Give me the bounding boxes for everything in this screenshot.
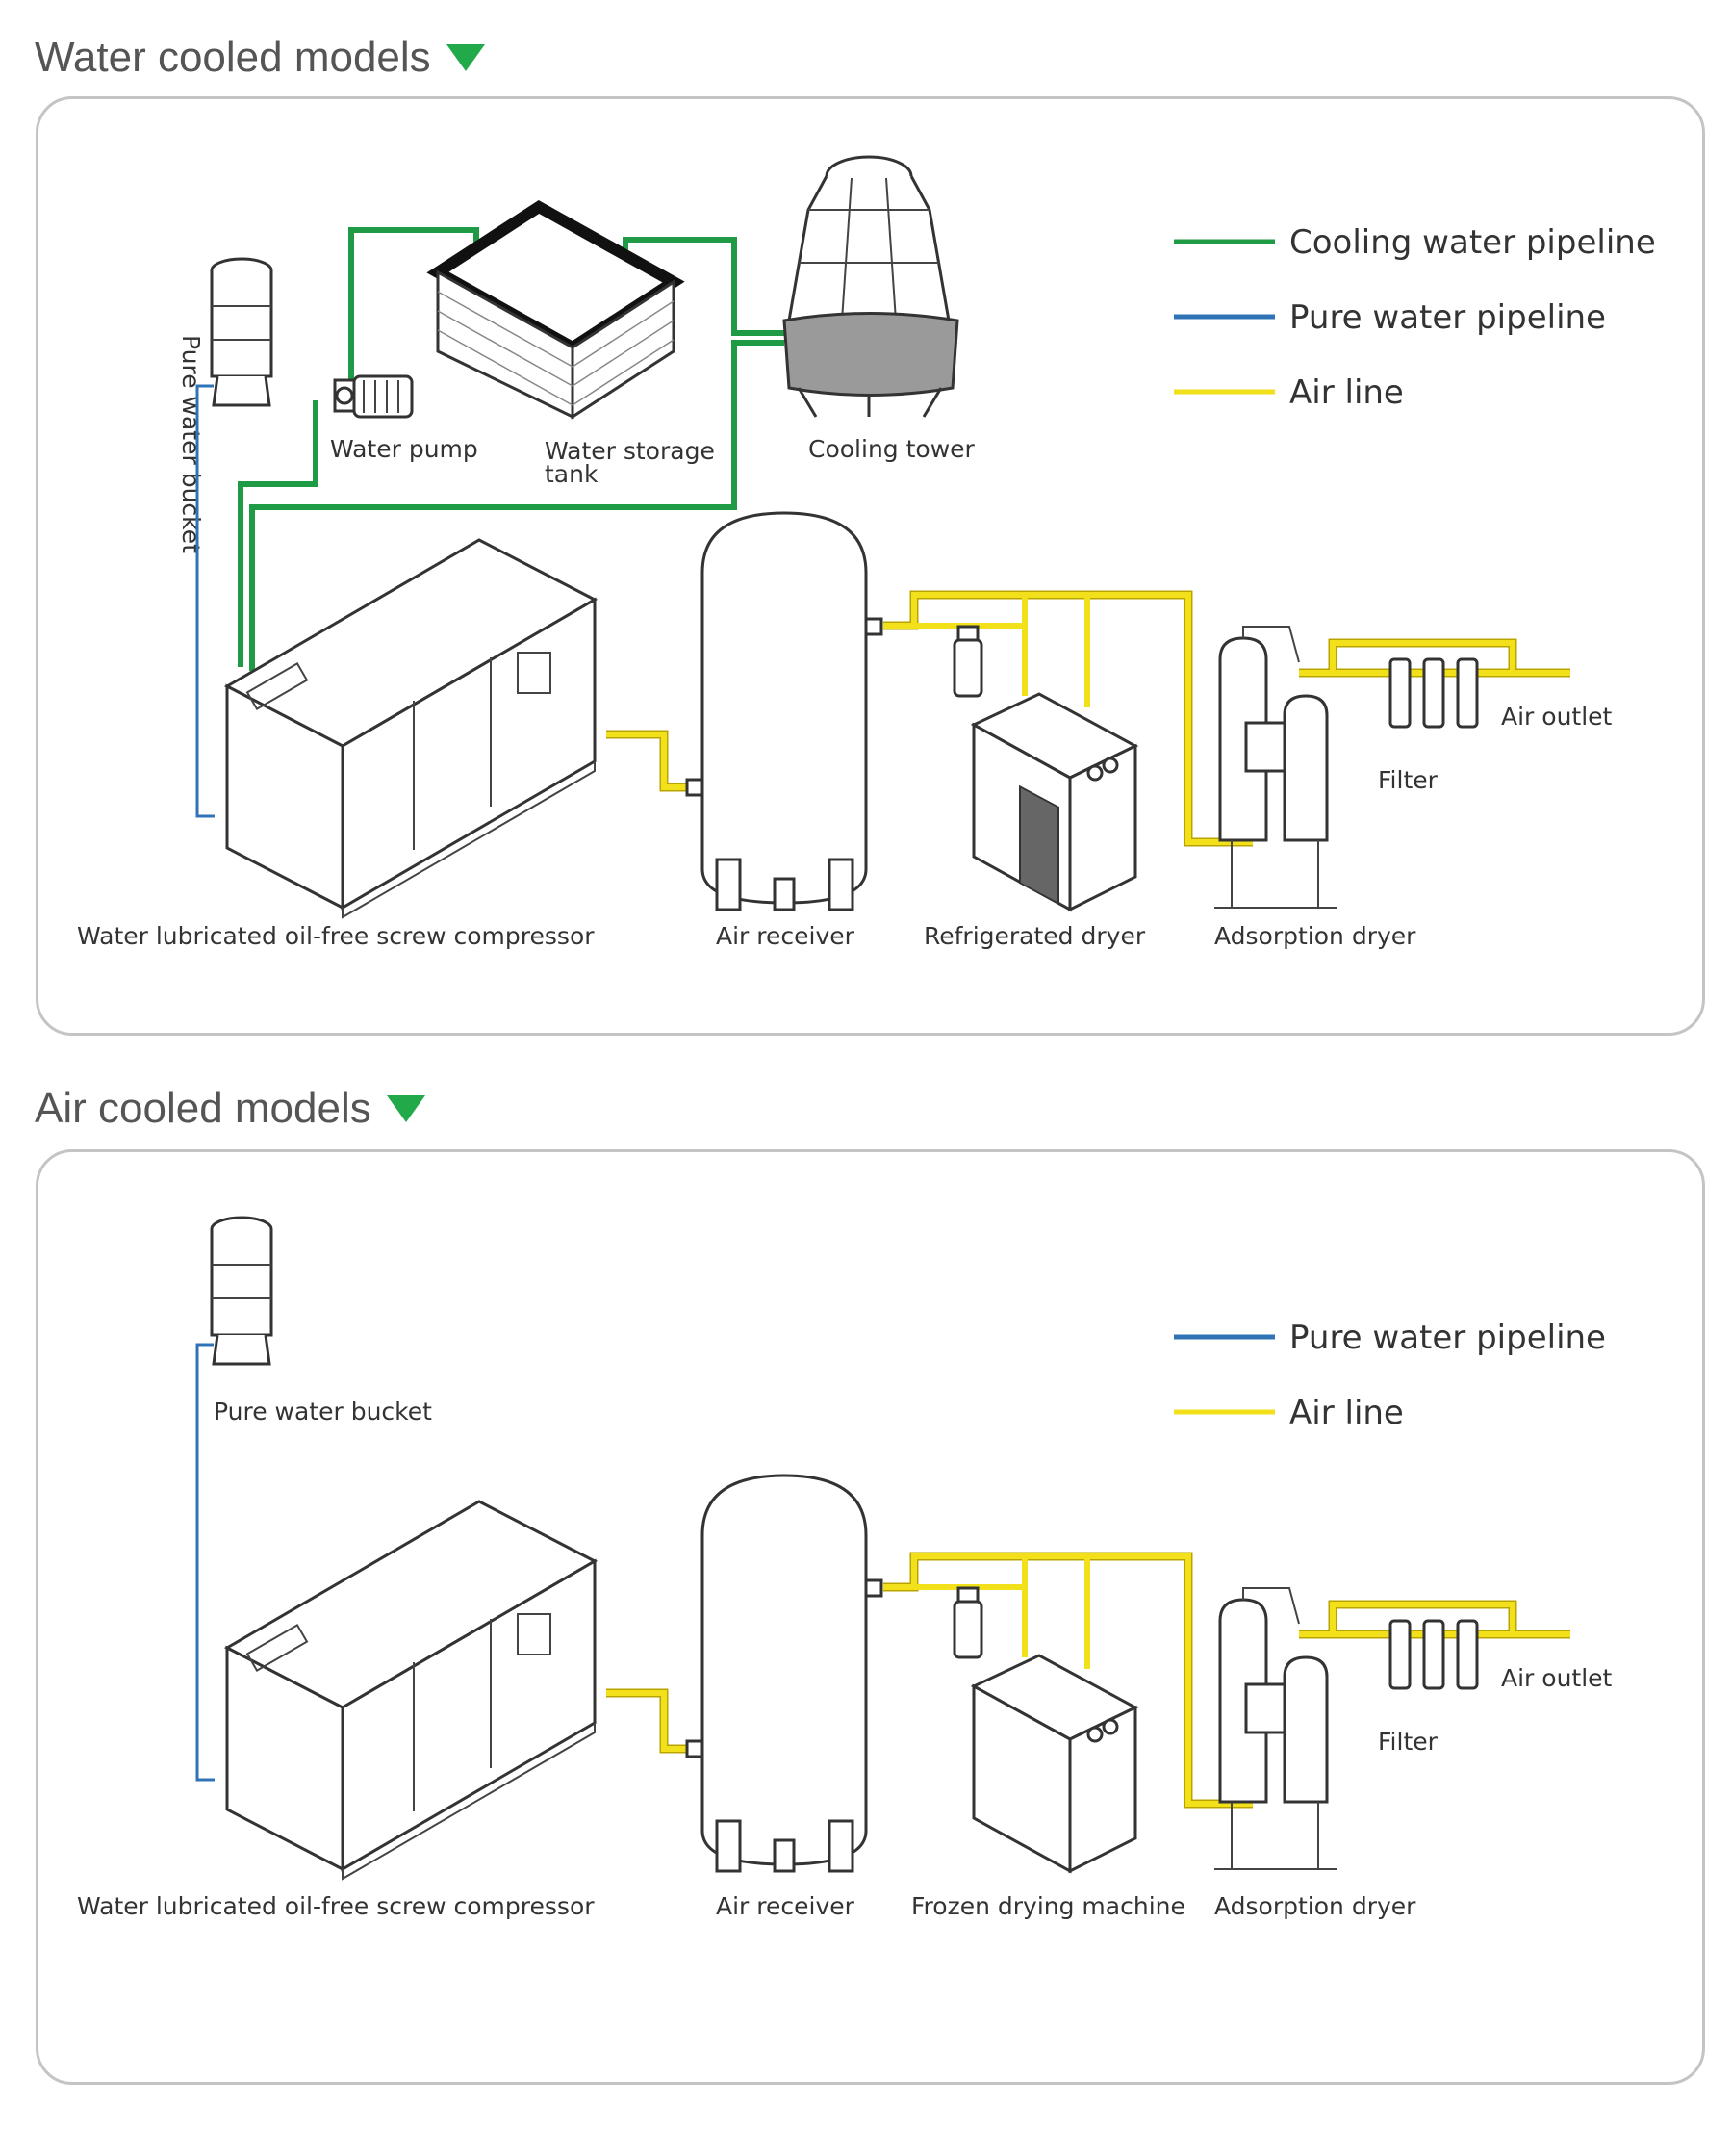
air-receiver-label: Air receiver — [716, 922, 855, 950]
air-receiver — [685, 1474, 883, 1873]
cooling-tower — [782, 155, 959, 418]
air-line-receiver-to-adsorption — [883, 1553, 1253, 1807]
frozen-drying-machine-label: Frozen drying machine — [911, 1892, 1185, 1920]
air-cooled-diagram: Pure water pipeline Air line Pure water … — [77, 1216, 1613, 1920]
water-pump-label: Water pump — [330, 435, 478, 463]
water-cooled-panel: Cooling water pipeline Pure water pipeli… — [36, 96, 1705, 1036]
filter-label: Filter — [1378, 1728, 1439, 1756]
air-outlet-label: Air outlet — [1501, 703, 1613, 731]
compressor-label: Water lubricated oil-free screw compress… — [77, 922, 595, 950]
air-line-compressor-to-receiver-outline — [606, 730, 693, 792]
adsorption-dryer-label: Adsorption dryer — [1214, 922, 1416, 950]
water-cooled-title-text: Water cooled models — [35, 34, 431, 81]
triangle-down-icon — [446, 44, 485, 71]
legend-air-label: Air line — [1289, 1394, 1404, 1432]
air-receiver-label: Air receiver — [716, 1892, 855, 1920]
air-line-compressor-to-receiver — [606, 1690, 693, 1752]
adsorption-dryer — [1214, 626, 1337, 909]
water-storage-tank-label-line2: tank — [545, 460, 599, 488]
pure-water-bucket — [210, 1216, 273, 1366]
air-line-receiver-to-adsorption — [883, 592, 1253, 845]
cooling-tower-label: Cooling tower — [808, 435, 976, 463]
pre-filter — [953, 625, 983, 698]
air-cooled-title: Air cooled models — [35, 1080, 425, 1138]
air-line-compressor-to-receiver — [606, 732, 693, 790]
filters — [1388, 657, 1479, 729]
pre-filter — [953, 1586, 983, 1659]
frozen-drying-machine — [970, 1654, 1139, 1874]
water-storage-tank-label-line1: Water storage — [545, 437, 715, 465]
air-cooled-title-text: Air cooled models — [35, 1085, 371, 1132]
air-receiver — [685, 511, 883, 911]
adsorption-dryer-label: Adsorption dryer — [1214, 1892, 1416, 1920]
triangle-down-icon — [386, 1095, 425, 1122]
adsorption-dryer — [1214, 1587, 1337, 1870]
legend-air-label: Air line — [1289, 373, 1404, 412]
water-cooled-title: Water cooled models — [35, 29, 485, 87]
legend-cooling-label: Cooling water pipeline — [1289, 223, 1656, 262]
legend-pure-label: Pure water pipeline — [1289, 1319, 1606, 1357]
air-cooled-panel: Pure water pipeline Air line Pure water … — [36, 1149, 1705, 2085]
compressor — [223, 538, 599, 919]
refrigerated-dryer-label: Refrigerated dryer — [924, 922, 1146, 950]
air-line-dryer-branch — [914, 1556, 1090, 1669]
pure-water-bucket-label: Pure water bucket — [177, 335, 205, 553]
pure-water-bucket — [210, 257, 273, 407]
cooling-pipe-pump-to-compressor — [238, 400, 318, 667]
legend: Pure water pipeline Air line — [1174, 1319, 1606, 1432]
filters — [1388, 1619, 1479, 1690]
refrigerated-dryer — [970, 692, 1139, 912]
air-line-dryer-branch — [914, 595, 1090, 707]
filter-label: Filter — [1378, 766, 1439, 794]
water-pump — [333, 374, 414, 419]
pure-water-pipe — [195, 1343, 215, 1782]
water-cooled-diagram: Cooling water pipeline Pure water pipeli… — [77, 155, 1656, 950]
compressor — [223, 1500, 599, 1881]
air-line-compressor-to-receiver-outline — [606, 1688, 693, 1754]
legend-pure-label: Pure water pipeline — [1289, 298, 1606, 337]
pure-water-pipe — [195, 384, 215, 818]
water-storage-tank — [426, 200, 685, 420]
cooling-pipe-tower-to-compressor — [249, 340, 784, 671]
legend: Cooling water pipeline Pure water pipeli… — [1174, 223, 1656, 412]
compressor-label: Water lubricated oil-free screw compress… — [77, 1892, 595, 1920]
pure-water-bucket-label: Pure water bucket — [214, 1398, 432, 1425]
air-outlet-label: Air outlet — [1501, 1664, 1613, 1692]
